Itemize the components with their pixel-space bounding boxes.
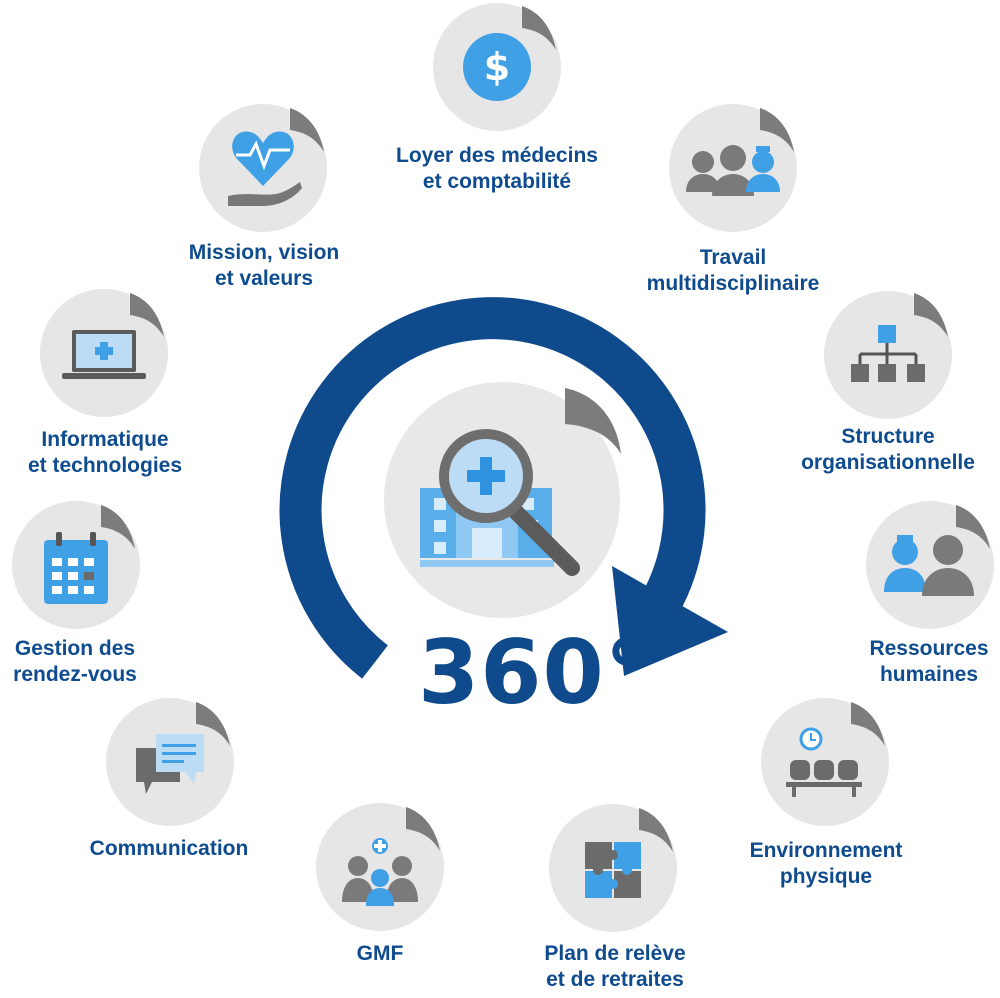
calendar-icon [44, 532, 108, 604]
cycle-arrow [279, 297, 728, 679]
title-360: 360° [418, 621, 650, 724]
node-informatique [40, 289, 168, 417]
org-chart-icon [851, 325, 925, 382]
dollar-icon: $ [463, 33, 531, 101]
chat-bubbles-icon [136, 734, 204, 794]
node-plan [549, 804, 677, 932]
label-communication: Communication [89, 837, 249, 860]
node-gmf [316, 803, 444, 931]
node-rh [866, 501, 994, 629]
node-mission [199, 104, 327, 232]
node-environnement [761, 698, 889, 826]
hospital-magnifier-icon [420, 429, 580, 576]
node-loyer: $ [433, 3, 561, 131]
laptop-icon [62, 330, 146, 379]
family-group-icon [342, 838, 418, 906]
puzzle-icon [585, 842, 641, 898]
node-rendezvous [12, 501, 140, 629]
waiting-room-icon [786, 727, 862, 797]
svg-text:$: $ [484, 45, 510, 89]
node-travail [669, 104, 797, 232]
nurse-doctor-icon [884, 535, 974, 596]
heart-hand-icon [228, 131, 302, 206]
center-node [384, 382, 621, 618]
node-structure [824, 291, 952, 419]
node-communication [106, 698, 234, 826]
medical-team-icon [686, 145, 780, 196]
label-gmf: GMF [356, 942, 404, 965]
